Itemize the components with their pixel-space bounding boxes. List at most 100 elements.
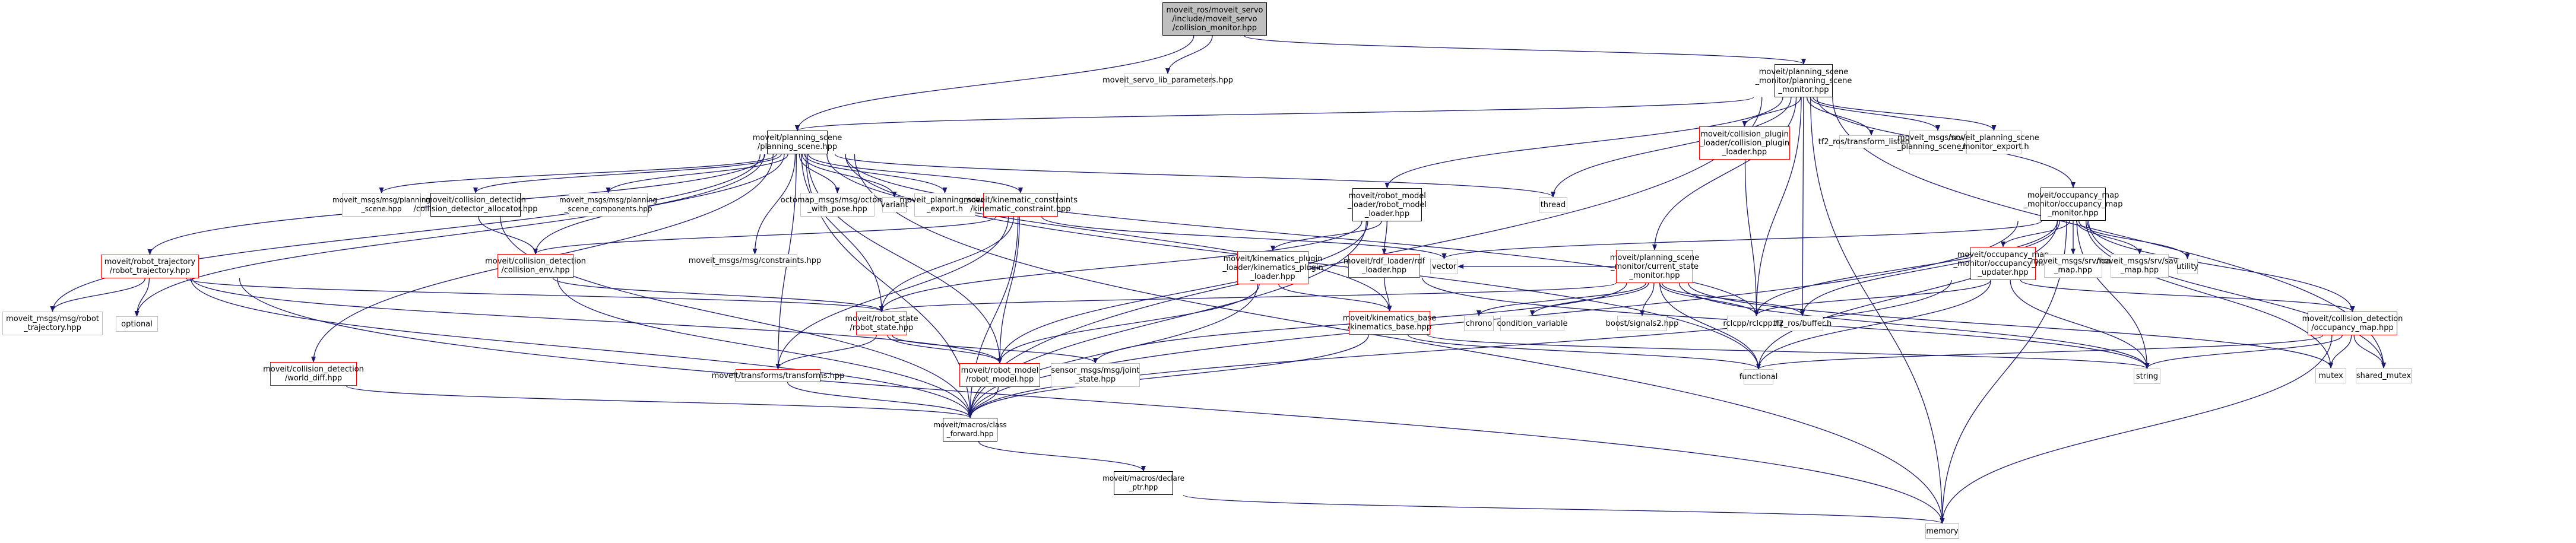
edge-cda-to-cenv <box>478 216 538 255</box>
node-collision-env[interactable]: moveit/collision_detection /collision_en… <box>485 254 586 278</box>
node-collision-detector-allocator[interactable]: moveit/collision_detection /collision_de… <box>413 193 538 217</box>
edge-csm-to-signals2 <box>1640 282 1655 316</box>
node-moveit-servo-lib-parameters: moveit_servo_lib_parameters.hpp <box>1102 74 1233 87</box>
edge-kc-to-rm <box>997 216 1020 364</box>
node-kinematic-constraint[interactable]: moveit/kinematic_constraints /kinematic_… <box>964 193 1078 217</box>
node-occupancy-map-monitor[interactable]: moveit/occupancy_map _monitor/occupancy_… <box>2024 188 2122 221</box>
node-boost-signals2: boost/signals2.hpp <box>1606 316 1678 331</box>
node-planning-scene[interactable]: moveit/planning_scene /planning_scene.hp… <box>753 131 842 154</box>
node-kinematics-base[interactable]: moveit/kinematics_base /kinematics_base.… <box>1343 311 1436 335</box>
edge-omu-to-functional <box>1756 280 1992 370</box>
edge-psm-to-csm <box>1652 97 1797 250</box>
edge-omm-to-rclcpp <box>1754 220 2058 316</box>
node-current-state-monitor[interactable]: moveit/planning_scene _monitor/current_s… <box>1610 250 1699 283</box>
edge-csm-to-rs <box>879 282 1617 312</box>
edge-ps-to-rm <box>807 154 1002 364</box>
edge-rt-to-class_forward <box>190 278 972 418</box>
node-shared-mutex: shared_mutex <box>2356 368 2412 383</box>
node-get-planning-scene-srv: moveit_msgs/srv/get _planning_scene.hpp <box>1897 131 1978 154</box>
node-joint-state-msg: sensor_msgs/msg/joint _state.hpp <box>1051 363 1140 387</box>
edge-cenv-to-class_forward <box>556 277 972 418</box>
edge-class_forward-to-declare_ptr <box>978 441 1146 472</box>
node-tf2-transform-listener: tf2_ros/transform_listener.h <box>1818 135 1924 148</box>
edge-ps-to-variant <box>801 154 897 198</box>
edge-cmap-to-mutex <box>2328 335 2352 369</box>
edge-ps-to-ps_msg <box>379 154 777 193</box>
edge-ps-to-octomap <box>799 154 840 193</box>
edge-omu-to-class_forward <box>968 280 1952 418</box>
edge-ps-to-thread <box>835 154 1555 198</box>
node-robot-trajectory[interactable]: moveit/robot_trajectory /robot_trajector… <box>101 255 199 278</box>
edge-omm-to-utility <box>2078 220 2190 259</box>
edge-omm-to-mutex <box>2086 220 2333 369</box>
node-transforms[interactable]: moveit/transforms/transforms.hpp <box>712 369 844 382</box>
edge-psm-to-rml <box>1384 97 1783 189</box>
node-load-map-srv: moveit_msgs/srv/load _map.hpp <box>2031 254 2115 278</box>
edge-ps-to-cda <box>473 154 782 193</box>
edge-ps-to-rs <box>801 154 884 312</box>
edge-rt-to-rt_msg <box>50 278 145 312</box>
edge-cmap-to-shared_mutex <box>2353 335 2386 369</box>
edge-csm-to-tf_buffer <box>1661 282 1805 316</box>
edge-transforms-to-class_forward <box>787 382 972 418</box>
edge-omm-to-string <box>2076 220 2150 369</box>
edge-ps-to-ps_export <box>804 154 948 193</box>
edge-ps-to-constraints_msg <box>752 154 796 255</box>
edge-cenv-to-rs <box>552 277 884 312</box>
node-planning-scene-monitor-export: moveit_planning_scene _monitor_export.h <box>1948 131 2039 154</box>
edge-omu-to-rclcpp <box>1754 280 1991 316</box>
edge-rs-to-joint_state <box>892 335 1098 364</box>
edge-kc-to-transforms <box>775 216 1009 370</box>
edge-psm-to-ps <box>795 97 1754 131</box>
edge-rt-to-memory <box>239 278 1945 524</box>
node-robot-model[interactable]: moveit/robot_model /robot_model.hpp <box>959 363 1040 387</box>
edge-psm-to-rclcpp <box>1754 97 1802 316</box>
node-occupancy-map-updater[interactable]: moveit/occupancy_map _monitor/occupancy_… <box>1954 247 2052 280</box>
edge-declare_ptr-to-memory <box>1183 494 1945 524</box>
node-collision-plugin-loader[interactable]: moveit/collision_plugin _loader/collisio… <box>1699 126 1790 160</box>
node-optional: optional <box>116 316 158 332</box>
edge-rs-to-transforms <box>775 335 877 370</box>
node-robot-model-loader[interactable]: moveit/robot_model _loader/robot_model _… <box>1348 188 1427 221</box>
edge-csm-to-chrono <box>1476 282 1646 316</box>
node-planning-scene-msg: moveit_msgs/msg/planning _scene.hpp <box>332 193 430 217</box>
edge-kpl-to-rm <box>997 284 1260 364</box>
node-functional: functional <box>1739 369 1777 385</box>
node-collision-monitor-hpp: moveit_ros/moveit_servo /include/moveit_… <box>1162 2 1267 36</box>
edge-omm-to-shared_mutex <box>2088 220 2386 369</box>
edge-omm-to-save_map <box>2076 220 2142 255</box>
edge-kb-to-string <box>1427 334 2150 369</box>
edge-root-to-psm <box>1243 35 1806 65</box>
node-collision-occupancy-map[interactable]: moveit/collision_detection /occupancy_ma… <box>2302 312 2403 335</box>
node-robot-trajectory-msg: moveit_msgs/msg/robot _trajectory.hpp <box>2 312 103 335</box>
node-save-map-srv: moveit_msgs/srv/save _map.hpp <box>2097 254 2183 278</box>
edge-ps-to-kc <box>808 154 1023 193</box>
edge-rs-to-rm <box>887 335 1002 364</box>
node-declare-ptr[interactable]: moveit/macros/declare _ptr.hpp <box>1102 471 1184 495</box>
node-robot-state[interactable]: moveit/robot_state /robot_state.hpp <box>845 312 918 335</box>
edge-rml-to-rs <box>879 221 1363 312</box>
node-kinematics-plugin-loader[interactable]: moveit/kinematics_plugin _loader/kinemat… <box>1222 251 1323 284</box>
edge-cmap-to-string <box>2144 335 2343 369</box>
edge-rt-to-rs <box>186 278 884 312</box>
edge-kb-to-class_forward <box>968 334 1369 418</box>
edge-omu-to-string <box>2010 280 2150 369</box>
node-vector: vector <box>1430 259 1458 274</box>
node-world-diff[interactable]: moveit/collision_detection /world_diff.h… <box>263 362 364 386</box>
node-planning-scene-monitor[interactable]: moveit/planning_scene _monitor/planning_… <box>1756 64 1852 97</box>
edge-rml-to-kpl <box>1270 221 1382 252</box>
node-utility: utility <box>2176 259 2198 274</box>
edge-ps-to-optional <box>134 154 765 317</box>
edge-cmap-to-memory <box>1940 335 2333 524</box>
edge-psm-to-tf_listener <box>1807 97 1874 136</box>
node-string: string <box>2134 369 2160 384</box>
edge-kb-to-functional <box>1407 334 1761 370</box>
edge-psm-to-psm_export <box>1813 97 1997 131</box>
node-planning-scene-components-msg: moveit_msgs/msg/planning _scene_componen… <box>559 193 657 217</box>
node-class-forward[interactable]: moveit/macros/class _forward.hpp <box>933 418 1007 442</box>
node-rdf-loader[interactable]: moveit/rdf_loader/rdf _loader.hpp <box>1344 254 1425 278</box>
edge-csm-to-mutex <box>1688 282 2333 369</box>
edge-ps-to-rclcpp <box>845 154 1759 316</box>
edge-psm-to-get_ps <box>1810 97 1940 131</box>
